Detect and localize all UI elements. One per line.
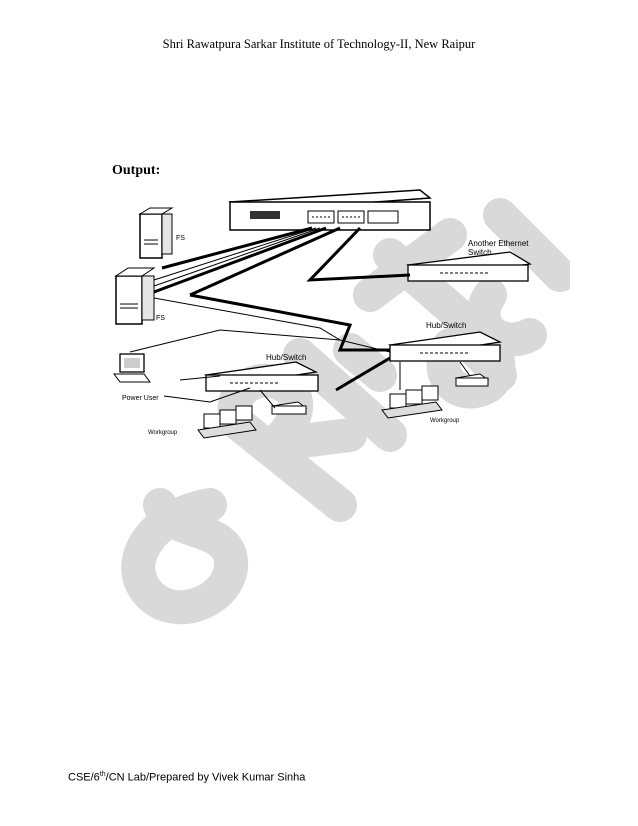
hub-switch-icon xyxy=(387,331,503,362)
main-switch-icon xyxy=(228,189,432,231)
fs-top-label: FS xyxy=(176,235,185,242)
workgroup-icon xyxy=(197,405,257,439)
footer-suffix: /CN Lab/Prepared by Vivek Kumar Sinha xyxy=(105,771,306,784)
fs-bottom-label: FS xyxy=(156,315,165,322)
hub-right-label: Hub/Switch xyxy=(426,321,466,330)
printer-icon xyxy=(454,373,490,387)
network-cables xyxy=(129,226,471,409)
ethernet-switch-icon xyxy=(406,251,532,282)
page-header: Shri Rawatpura Sarkar Institute of Techn… xyxy=(162,37,476,51)
hub-left-label: Hub/Switch xyxy=(266,353,306,362)
watermark xyxy=(121,198,570,625)
computer-icon xyxy=(113,353,151,383)
power-user-label: Power User xyxy=(122,395,159,402)
section-title: Output: xyxy=(112,163,161,178)
printer-icon xyxy=(270,401,308,415)
page-footer: CSE/6th/CN Lab/Prepared by Vivek Kumar S… xyxy=(68,771,305,784)
workgroup-icon xyxy=(381,385,443,419)
workgroup-right-label: Workgroup xyxy=(430,418,460,424)
hub-switch-icon xyxy=(203,361,319,392)
workgroup-left-label: Workgroup xyxy=(148,430,178,436)
file-server-icon xyxy=(138,207,174,259)
footer-prefix: CSE/6 xyxy=(68,771,100,784)
footer-sup: th xyxy=(99,771,106,778)
file-server-icon xyxy=(114,267,156,325)
